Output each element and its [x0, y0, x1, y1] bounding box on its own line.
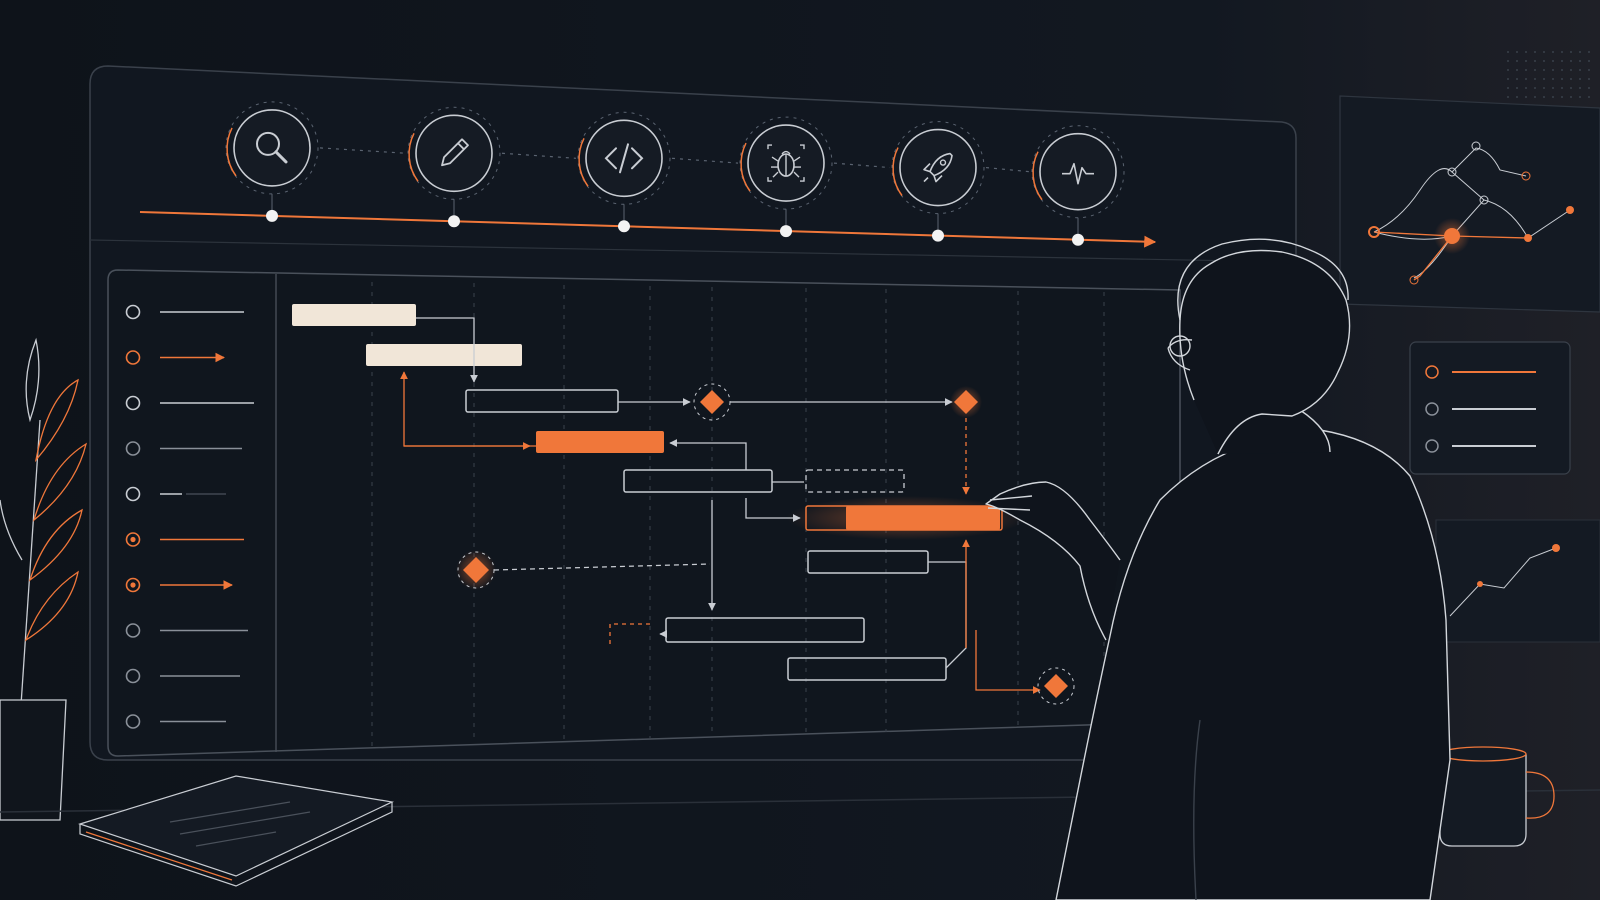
- checklist-status-icon[interactable]: [1425, 365, 1439, 379]
- task-row[interactable]: [125, 532, 245, 547]
- phase-design[interactable]: [407, 106, 501, 228]
- checklist-status-icon[interactable]: [1425, 402, 1439, 416]
- task-status-icon[interactable]: [125, 714, 141, 729]
- desk-surface: [0, 775, 1600, 887]
- task-row[interactable]: [125, 350, 225, 365]
- phase-marker: [1072, 233, 1084, 246]
- timeline-line: [139, 211, 1157, 248]
- checklist-row[interactable]: [1425, 365, 1536, 379]
- notebook: [78, 775, 394, 887]
- phase-research[interactable]: [225, 101, 319, 222]
- gantt-bar-placeholder[interactable]: [805, 469, 905, 493]
- task-row[interactable]: [125, 714, 227, 729]
- task-row[interactable]: [125, 577, 233, 593]
- code-brackets-icon: [604, 143, 644, 174]
- gantt-bar[interactable]: [465, 389, 619, 413]
- dependency-lines: [400, 317, 1041, 694]
- checklist-rows: [1425, 365, 1536, 453]
- gantt-bar[interactable]: [366, 344, 522, 366]
- task-status-icon[interactable]: [125, 395, 141, 411]
- task-status-icon[interactable]: [125, 623, 141, 638]
- task-row[interactable]: [125, 668, 241, 684]
- milestone-diamond[interactable]: [463, 557, 489, 583]
- rocket-icon: [923, 152, 953, 183]
- task-row[interactable]: [125, 304, 245, 320]
- milestone-diamond[interactable]: [700, 390, 724, 414]
- task-row[interactable]: [125, 623, 249, 638]
- milestone-diamond[interactable]: [954, 390, 978, 414]
- person-silhouette: [985, 238, 1451, 900]
- gantt-bar[interactable]: [787, 657, 947, 681]
- phase-marker: [266, 209, 278, 222]
- pencil-icon: [441, 138, 469, 167]
- magnifier-icon: [256, 131, 288, 164]
- gantt-bar-highlight[interactable]: [536, 431, 664, 453]
- checklist-row[interactable]: [1425, 402, 1536, 416]
- side-panel-checklist: [1409, 341, 1571, 475]
- gantt-bar[interactable]: [665, 617, 865, 643]
- phase-monitor[interactable]: [1031, 125, 1125, 246]
- phase-marker: [618, 220, 630, 233]
- checklist-row[interactable]: [1425, 439, 1536, 453]
- phase-connector: [671, 157, 739, 164]
- pulse-icon: [1062, 162, 1094, 185]
- task-status-icon[interactable]: [125, 350, 141, 365]
- task-row[interactable]: [125, 486, 227, 502]
- phase-marker: [448, 215, 460, 228]
- gantt-panel: [107, 269, 1181, 757]
- task-status-icon[interactable]: [125, 441, 141, 456]
- task-status-icon[interactable]: [125, 668, 141, 684]
- gantt-bar-dragging[interactable]: [846, 506, 1000, 530]
- phase-test[interactable]: [739, 116, 833, 238]
- potted-plant: [0, 337, 87, 821]
- milestone-diamond[interactable]: [1044, 674, 1068, 698]
- task-row[interactable]: [125, 441, 243, 456]
- side-panel-network-chart: [1339, 95, 1600, 313]
- bug-icon: [767, 144, 805, 182]
- coffee-mug: [1439, 746, 1555, 847]
- phase-marker: [932, 229, 944, 242]
- dot-grid: [1507, 51, 1590, 98]
- task-status-icon[interactable]: [125, 304, 141, 320]
- gantt-bar[interactable]: [623, 469, 773, 493]
- task-list: [125, 304, 255, 729]
- phase-marker: [780, 225, 792, 238]
- phase-launch[interactable]: [891, 121, 985, 242]
- gantt-bars: [292, 304, 1026, 681]
- task-status-icon[interactable]: [125, 577, 141, 593]
- gantt-bar[interactable]: [292, 304, 416, 326]
- phase-develop[interactable]: [577, 111, 671, 233]
- task-row[interactable]: [125, 395, 255, 411]
- phase-connector: [833, 162, 891, 169]
- phase-timeline: [139, 101, 1157, 248]
- side-panel-trend-chart: [1435, 519, 1600, 643]
- task-status-icon[interactable]: [125, 532, 141, 547]
- checklist-status-icon[interactable]: [1425, 439, 1439, 453]
- milestones: [456, 383, 1075, 705]
- task-status-icon[interactable]: [125, 486, 141, 502]
